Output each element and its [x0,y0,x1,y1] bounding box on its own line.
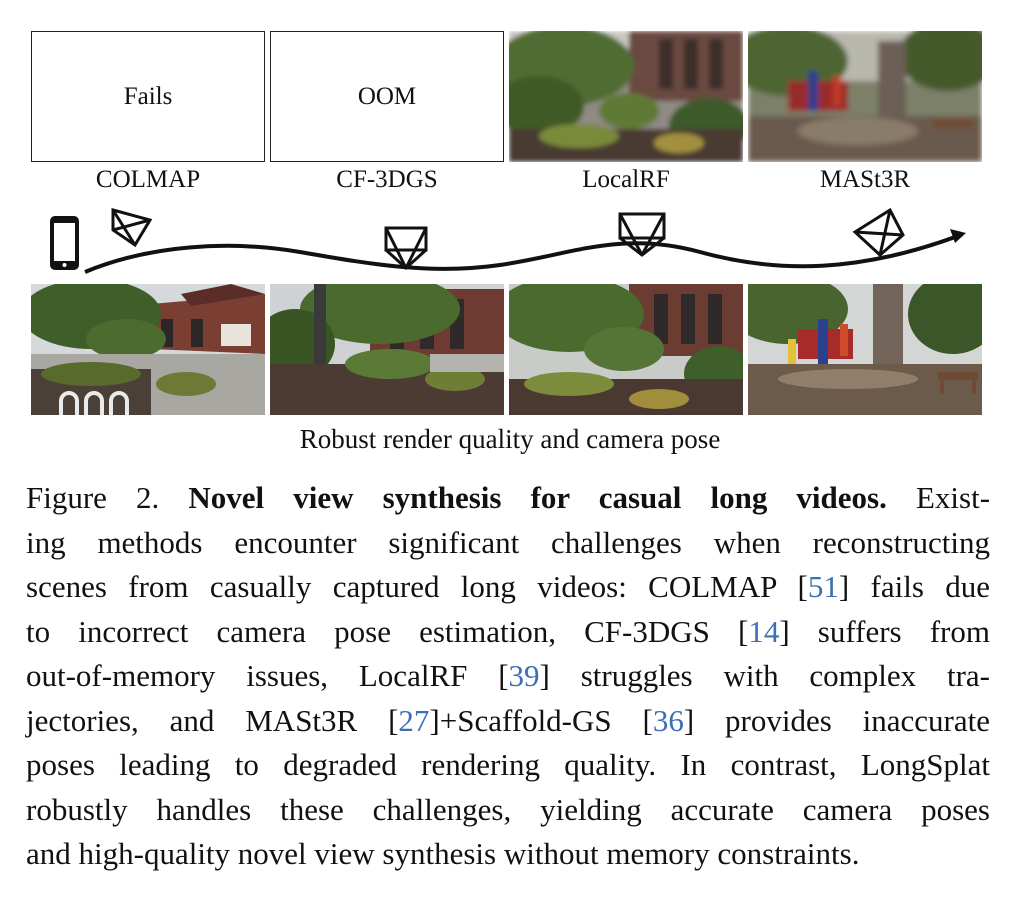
colmap-status-text: Fails [123,82,173,110]
cf3dgs-status-text: OOM [357,82,417,110]
method-label-localrf: LocalRF [582,166,670,193]
figure-caption: Figure 2. Novel view synthesis for casua… [26,476,990,877]
longsplat-render-image-1 [31,284,265,415]
mast3r-render-image [748,31,982,162]
longsplat-render-image-4 [748,284,982,415]
camera-frustum-icon [384,226,428,271]
method-label-mast3r: MASt3R [819,166,911,193]
camera-trajectory-diagram [50,207,966,274]
trajectory-caption: Robust render quality and camera pose [299,424,721,454]
method-label-colmap: COLMAP [95,166,201,193]
phone-icon [50,216,79,270]
method-label-cf3dgs: CF-3DGS [336,166,438,193]
localrf-render-image [509,31,743,162]
citation-link[interactable]: 51 [807,569,839,604]
caption-title: Novel view synthesis for casual long vid… [188,480,887,515]
caption-line-7: poses leading to degraded rendering qual… [26,747,990,782]
caption-line-2: ing methods encounter significant challe… [26,524,990,560]
citation-link[interactable]: 39 [508,658,540,693]
citation-link[interactable]: 14 [748,613,780,649]
trajectory-curve [84,234,959,274]
caption-line-8: robustly handles these challenges, yield… [26,791,990,827]
citation-link[interactable]: 27 [398,702,430,738]
caption-line-6: jectories, and MASt3R [27]+Scaffold-GS [… [26,702,990,738]
longsplat-render-image-2 [270,284,504,415]
caption-line-9: and high-quality novel view synthesis wi… [26,836,860,871]
figure-label: Figure 2. [26,480,160,515]
camera-frustum-icon [852,207,905,258]
cf3dgs-render-panel: OOM [270,31,504,162]
colmap-render-panel: Fails [31,31,265,162]
caption-line-4: to incorrect camera pose estimation, CF-… [26,613,990,649]
trajectory-arrowhead-icon [950,229,966,243]
camera-frustum-icon [111,208,153,248]
caption-line-5: out-of-memory issues, LocalRF [39] strug… [26,658,991,693]
caption-line-1: Figure 2. Novel view synthesis for casua… [26,480,991,515]
caption-line-3: scenes from casually captured long video… [26,569,990,604]
camera-frustum-icon [618,212,666,257]
citation-link[interactable]: 36 [652,702,684,738]
longsplat-render-image-3 [509,284,743,415]
